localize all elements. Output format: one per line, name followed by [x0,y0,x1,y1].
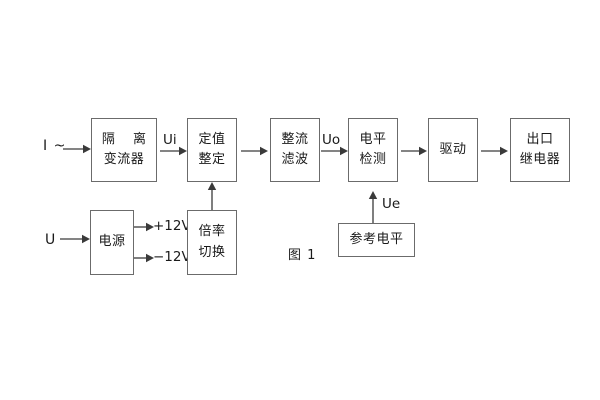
block-power-supply-line1: 电源 [98,234,126,250]
arrow-driver-to-output-relay [481,146,508,156]
arrow-voltage-to-power-supply [60,234,90,244]
block-output-relay[interactable]: 出口 继电器 [510,118,570,182]
arrow-isolation-to-setting [160,146,187,156]
arrow-rail-positive-12v [134,222,154,232]
arrow-rail-negative-12v [134,253,154,263]
block-output-relay-line2: 继电器 [519,152,561,167]
rail-positive-12v-label: +12V [153,218,191,234]
block-multiplier-switch-line2: 切换 [198,244,226,260]
block-driver-line1: 驱动 [439,141,467,157]
block-rectifier-filter[interactable]: 整流 滤波 [270,118,320,182]
signal-label-ue: Ue [382,196,401,212]
current-input-label: I ~ [43,138,67,154]
figure-caption: 图 1 [288,248,317,263]
rail-negative-12v-label: −12V [153,249,191,265]
block-power-supply[interactable]: 电源 [90,210,134,275]
block-level-detection-line2: 检测 [359,152,387,167]
voltage-input-label: U [45,232,57,248]
block-isolation-transformer-line2: 变流器 [103,152,145,167]
block-setting-value-line1: 定值 [198,131,226,147]
block-setting-value[interactable]: 定值 整定 [187,118,237,182]
arrow-multiplier-to-setting [207,182,217,210]
arrow-setting-to-rectifier [241,146,268,156]
block-driver[interactable]: 驱动 [428,118,478,182]
block-rectifier-filter-line1: 整流 [281,131,309,147]
arrow-reference-level-to-level-detection [368,191,378,223]
block-reference-level-line1: 参考电平 [349,231,404,247]
block-level-detection-line1: 电平 [359,131,387,147]
arrow-level-detection-to-driver [401,146,427,156]
signal-label-uo: Uo [322,132,341,148]
block-isolation-transformer[interactable]: 隔 离 变流器 [91,118,157,182]
block-reference-level[interactable]: 参考电平 [338,223,415,257]
block-setting-value-line2: 整定 [198,152,226,167]
signal-label-ui: Ui [163,132,177,148]
block-rectifier-filter-line2: 滤波 [281,152,309,167]
arrow-current-to-isolation [63,144,91,154]
block-output-relay-line1: 出口 [526,131,554,147]
block-level-detection[interactable]: 电平 检测 [348,118,398,182]
block-multiplier-switch[interactable]: 倍率 切换 [187,210,237,275]
block-isolation-transformer-line1: 隔 离 [101,131,154,147]
block-multiplier-switch-line1: 倍率 [198,224,226,240]
arrow-rectifier-to-level-detection [321,146,348,156]
